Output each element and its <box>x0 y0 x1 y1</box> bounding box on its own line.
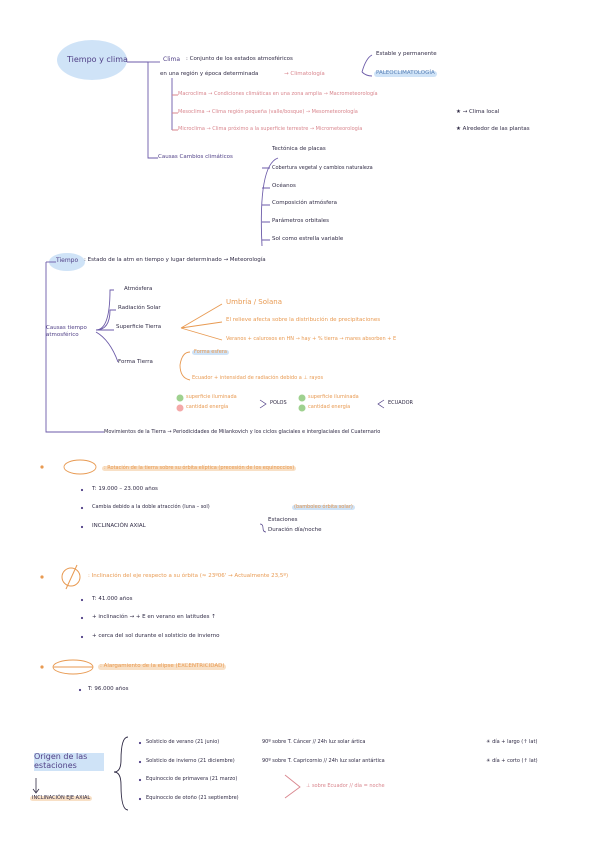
causa-item: Océanos <box>272 183 296 189</box>
microclima-star-note: ★ Alrededor de las plantas <box>456 126 530 132</box>
precesion-bullet: T: 19.000 – 23.000 años <box>92 486 158 492</box>
arrow-climatologia: → Climatología <box>284 71 325 77</box>
section-title: Tiempo y clima <box>67 55 128 64</box>
veranos-note: Veranos + calurosos en HN → hay + % tier… <box>226 336 397 342</box>
tiempo-bubble <box>49 253 85 271</box>
clima-definition: : Conjunto de los estados atmosféricos <box>186 56 293 62</box>
causas-tiempo-label: Causas tiempo atmosférico <box>46 325 87 338</box>
equinoccio-note: ⊥ sobre Ecuador // día = noche <box>306 783 385 789</box>
oblicuidad-bullet: T: 41.000 años <box>92 596 133 602</box>
mesoclima-line: Mesoclima → Clima región pequeña (valle/… <box>178 109 358 115</box>
ecuador-note: Ecuador + intensidad de radiación debido… <box>192 375 324 381</box>
causa-item: Tectónica de placas <box>272 146 326 152</box>
umbria-solana: Umbría / Solana <box>226 298 282 306</box>
movimientos-line: Movimientos de la Tierra → Periodicidade… <box>104 429 381 435</box>
oblicuidad-bullet: + cerca del sol durante el solsticio de … <box>92 633 220 639</box>
precesion-bullet: Cambia debido a la doble atracción (luna… <box>92 504 210 510</box>
superficie-item: Superficie Tierra <box>116 324 162 330</box>
forma-esfera-note: Forma esfera <box>192 349 229 355</box>
tiempo-word: Tiempo <box>56 257 79 264</box>
precesion-header: : Rotación de la tierra sobre su órbita … <box>102 465 297 471</box>
causa-item: Composición atmósfera <box>272 200 338 206</box>
cantidad-energia-2: cantidad energía <box>308 404 351 410</box>
season-row-a: Equinoccio de otoño (21 septiembre) <box>146 795 239 801</box>
causa-item: Cobertura vegetal y cambios naturaleza <box>272 165 373 171</box>
forma-tierra-item: Forma Tierra <box>118 359 153 365</box>
macroclima-line: Macroclima → Condiciones climáticas en u… <box>178 91 378 97</box>
season-row-b: 90º sobre T. Cáncer // 24h luz solar árt… <box>262 739 366 745</box>
estaciones-note: Estaciones <box>268 517 298 523</box>
mesoclima-star-note: ★ → Clima local <box>456 109 500 115</box>
duracion-note: Duración día/noche <box>268 527 322 533</box>
inclinacion-eje-label: INCLINACIÓN EJE AXIAL <box>30 795 93 801</box>
bamboleo-note: (bamboleo órbita solar) <box>292 504 355 510</box>
microclima-line: Microclima → Clima próximo a la superfic… <box>178 126 363 132</box>
eccentricity-icon <box>52 659 94 675</box>
excentricidad-bullet: T: 96.000 años <box>88 686 129 692</box>
paleoclimatologia-label: PALEOCLIMATOLOGÍA <box>374 70 437 77</box>
season-row-b: 90º sobre T. Capricornio // 24h luz sola… <box>262 758 385 764</box>
oblicuidad-header: : Inclinación del eje respecto a su órbi… <box>88 573 289 579</box>
season-row-a: Solsticio de verano (21 junio) <box>146 739 220 745</box>
estable-label: Estable y permanente <box>376 51 437 57</box>
season-row-c: ☀ día + corto (↑ lat) <box>486 758 538 764</box>
title-bubble <box>57 40 127 80</box>
sup-iluminada: superficie iluminada <box>186 394 237 400</box>
season-row-a: Solsticio de invierno (21 diciembre) <box>146 758 235 764</box>
axial-tilt-icon <box>61 564 81 590</box>
relieve-note: El relieve afecta sobre la distribución … <box>226 317 381 323</box>
excentricidad-header: : Alargamiento de la elipse (EXCENTRICID… <box>98 663 227 670</box>
atmosfera-item: Atmósfera <box>124 286 153 292</box>
minus-icon <box>176 404 184 412</box>
cantidad-energia: cantidad energía <box>186 404 229 410</box>
clima-definition-2: en una región y época determinada <box>160 71 259 77</box>
causa-item: Parámetros orbitales <box>272 218 330 224</box>
plus-icon <box>176 394 184 402</box>
precession-orbit-icon <box>63 459 97 475</box>
season-row-c: ☀ día + largo (↑ lat) <box>486 739 538 745</box>
season-row-a: Equinoccio de primavera (21 marzo) <box>146 776 238 782</box>
sup-iluminada-2: superficie iluminada <box>308 394 359 400</box>
ecuador-label: ECUADOR <box>388 400 413 406</box>
polos-label: POLOS <box>270 400 287 406</box>
origen-estaciones-title: Origen de las estaciones <box>34 752 104 771</box>
inclinacion-axial-bullet: INCLINACIÓN AXIAL <box>92 523 146 529</box>
clima-word: Clima <box>163 56 181 63</box>
causas-cambios-label: Causas Cambios climáticos <box>158 154 233 160</box>
radiacion-item: Radiación Solar <box>118 305 161 311</box>
tiempo-definition: : Estado de la atm en tiempo y lugar det… <box>84 257 266 263</box>
causa-item: Sol como estrella variable <box>272 236 344 242</box>
oblicuidad-bullet: + inclinación → + E en verano en latitud… <box>92 614 216 620</box>
